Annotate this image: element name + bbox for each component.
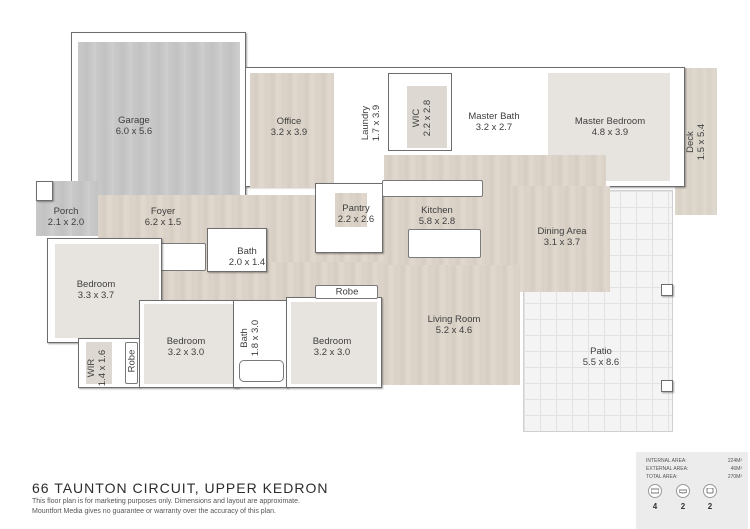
laundry-area [338, 73, 384, 178]
office-area [250, 73, 334, 188]
total-area-row: TOTAL AREA:270M² [646, 474, 742, 480]
pantry-area [335, 193, 367, 227]
master-bath-area [453, 73, 545, 153]
car-icon [703, 484, 717, 498]
bed-icon [648, 484, 662, 498]
garage-area [78, 42, 240, 197]
car-count: 2 [707, 502, 713, 511]
bath2-tub [239, 360, 284, 382]
area-summary: INTERNAL AREA:224M² EXTERNAL AREA:46M² T… [636, 452, 748, 529]
property-address: 66 TAUNTON CIRCUIT, UPPER KEDRON [32, 480, 329, 496]
bedroom3-area [291, 302, 377, 384]
dining-area [510, 186, 610, 292]
bathroom-count: 2 [680, 502, 686, 511]
disclaimer: This floor plan is for marketing purpose… [32, 497, 300, 517]
disclaimer-line-1: This floor plan is for marketing purpose… [32, 498, 300, 505]
porch-pillar [36, 181, 53, 201]
internal-area-row: INTERNAL AREA:224M² [646, 458, 742, 464]
bedroom-count: 4 [652, 502, 658, 511]
bath1-wall [207, 228, 267, 272]
disclaimer-line-2: Mountfort Media gives no guarantee or wa… [32, 508, 276, 515]
wic-area [407, 86, 447, 148]
patio-pillar [661, 380, 673, 392]
robe2 [315, 285, 378, 299]
bath-icon [676, 484, 690, 498]
wir-area [86, 342, 112, 384]
patio-pillar [661, 284, 673, 296]
robe1 [125, 342, 138, 384]
robe2-label: Robe [335, 286, 359, 298]
kitchen-island [408, 229, 481, 258]
external-area-row: EXTERNAL AREA:46M² [646, 466, 742, 472]
living-area [380, 265, 520, 385]
kitchen-bench [382, 180, 483, 197]
bedroom2-area [144, 304, 234, 384]
robe1-label: Robe [126, 349, 138, 373]
